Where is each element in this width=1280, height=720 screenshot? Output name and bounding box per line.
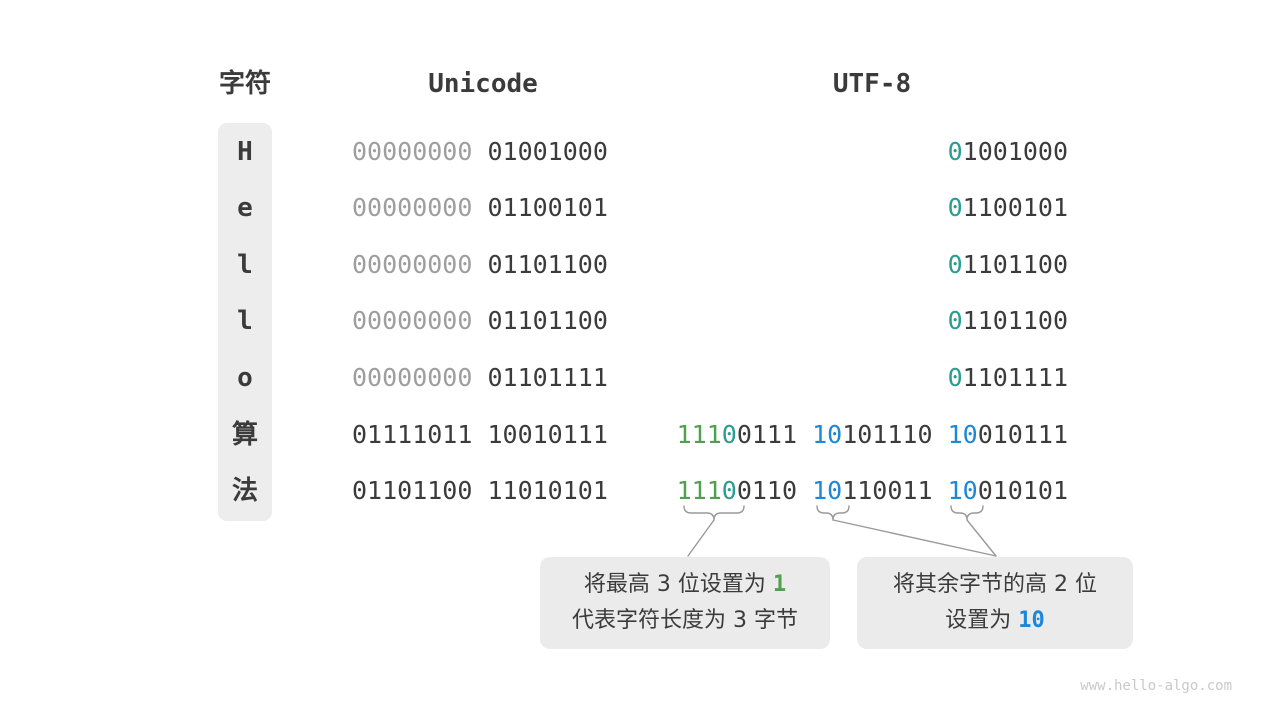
callout-high-bits: 将最高 3 位设置为 1 代表字符长度为 3 字节	[540, 557, 830, 649]
character-cell: e	[237, 193, 253, 223]
callout-continuation-bits-line2: 设置为 10	[857, 603, 1133, 639]
callout-continuation-bits: 将其余字节的高 2 位 设置为 10	[857, 557, 1133, 649]
char-column-background	[218, 123, 272, 521]
utf8-bits-cell: 01100101	[668, 191, 1068, 225]
byte-separator	[933, 420, 948, 449]
text-segment: 01101100 11010101	[352, 476, 608, 505]
text-segment: 00000000	[352, 363, 473, 392]
unicode-bits-cell: 00000000 01101100	[352, 248, 608, 282]
utf8-bits-cell: 01101100	[668, 304, 1068, 338]
byte-separator	[797, 476, 812, 505]
unicode-bits-cell: 00000000 01101100	[352, 304, 608, 338]
text-segment: 01100101	[472, 193, 608, 222]
character-cell: l	[237, 250, 253, 280]
text-segment: 101110	[842, 420, 933, 449]
text-segment: 01111011 10010111	[352, 420, 608, 449]
text-segment: 10	[812, 420, 843, 449]
callout-high-bits-line1: 将最高 3 位设置为 1	[540, 567, 830, 603]
text-segment: 1101100	[962, 306, 1068, 335]
text-segment: 1100101	[962, 193, 1068, 222]
text-segment: 01101100	[472, 250, 608, 279]
text-segment: 0	[947, 306, 963, 335]
connector-line-right	[966, 519, 997, 557]
text-segment: 将其余字节的高 2 位	[893, 572, 1097, 597]
byte-separator	[933, 476, 948, 505]
brace-continuation-1	[816, 505, 850, 521]
character-cell: l	[237, 306, 253, 336]
unicode-bits-cell: 01101100 11010101	[352, 474, 608, 508]
text-segment: 111	[676, 420, 722, 449]
text-segment: 1	[772, 572, 787, 597]
text-segment: 设置为	[945, 608, 1019, 633]
character-cell: 算	[231, 420, 258, 450]
column-header-char: 字符	[218, 69, 271, 99]
character-cell: 法	[231, 476, 258, 506]
text-segment: 10	[947, 420, 978, 449]
column-header-utf8: UTF-8	[832, 69, 912, 99]
utf8-bits-cell: 01101111	[668, 361, 1068, 395]
text-segment: 110011	[842, 476, 933, 505]
watermark: www.hello-algo.com	[1080, 678, 1232, 694]
utf8-bits-cell: 01001000	[668, 135, 1068, 169]
byte-separator	[797, 420, 812, 449]
brace-continuation-2	[950, 505, 984, 521]
brace-length-prefix	[683, 505, 745, 521]
text-segment: 0111	[736, 420, 798, 449]
connector-line-left	[687, 519, 715, 557]
text-segment: 0	[721, 476, 737, 505]
text-segment: 010101	[977, 476, 1068, 505]
text-segment: 01101100	[472, 306, 608, 335]
text-segment: 1101100	[962, 250, 1068, 279]
connector-line-mid	[832, 519, 997, 557]
text-segment: 10	[1018, 608, 1045, 633]
text-segment: 00000000	[352, 306, 473, 335]
utf8-bits-cell: 11100110 10110011 10010101	[668, 474, 1068, 508]
text-segment: 0	[947, 193, 963, 222]
text-segment: 0	[721, 420, 737, 449]
text-segment: 00000000	[352, 137, 473, 166]
callout-continuation-bits-line1: 将其余字节的高 2 位	[857, 567, 1133, 603]
text-segment: 111	[676, 476, 722, 505]
utf8-bits-cell: 01101100	[668, 248, 1068, 282]
text-segment: 00000000	[352, 193, 473, 222]
unicode-bits-cell: 01111011 10010111	[352, 418, 608, 452]
text-segment: 010111	[977, 420, 1068, 449]
unicode-bits-cell: 00000000 01101111	[352, 361, 608, 395]
text-segment: 00000000	[352, 250, 473, 279]
text-segment: 将最高 3 位设置为	[583, 572, 773, 597]
column-header-unicode: Unicode	[428, 69, 538, 99]
text-segment: 10	[812, 476, 843, 505]
callout-high-bits-line2: 代表字符长度为 3 字节	[540, 603, 830, 639]
text-segment: 0	[947, 363, 963, 392]
text-segment: 1101111	[962, 363, 1068, 392]
text-segment: 01001000	[472, 137, 608, 166]
unicode-bits-cell: 00000000 01100101	[352, 191, 608, 225]
unicode-bits-cell: 00000000 01001000	[352, 135, 608, 169]
text-segment: 0110	[736, 476, 798, 505]
text-segment: 代表字符长度为 3 字节	[572, 608, 798, 633]
utf8-bits-cell: 11100111 10101110 10010111	[668, 418, 1068, 452]
text-segment: 1001000	[962, 137, 1068, 166]
text-segment: 0	[947, 137, 963, 166]
character-cell: H	[237, 137, 253, 167]
character-cell: o	[237, 363, 253, 393]
text-segment: 01101111	[472, 363, 608, 392]
text-segment: 10	[947, 476, 978, 505]
text-segment: 0	[947, 250, 963, 279]
